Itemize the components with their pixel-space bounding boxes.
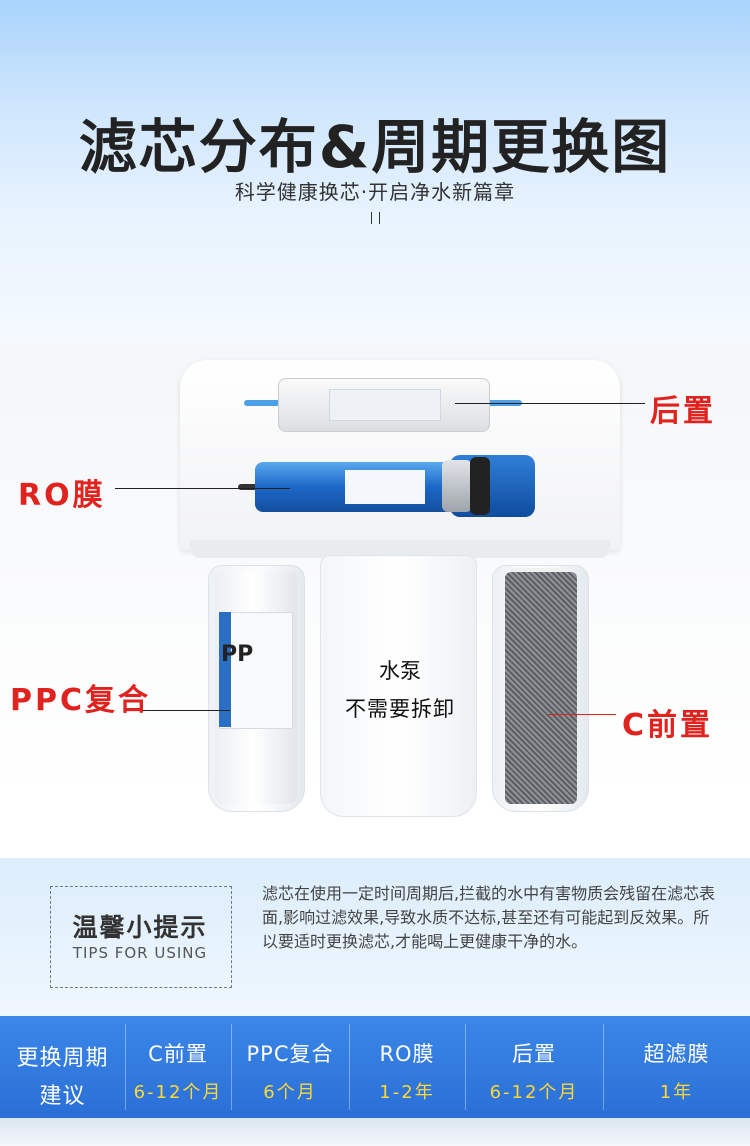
post-filter-label (329, 389, 441, 421)
post-callout-label: 后置 (650, 394, 716, 429)
schedule-filter-name: 后置 (512, 1042, 556, 1066)
schedule-head-line2: 建议 (39, 1084, 86, 1109)
decor-tick (379, 212, 380, 224)
schedule-filter-name: C前置 (148, 1042, 208, 1066)
ro-fitting (238, 484, 260, 490)
pump-housing (320, 555, 477, 817)
schedule-filter-period: 6个月 (263, 1082, 317, 1103)
ro-membrane-cap (442, 455, 535, 517)
ro-callout-line (115, 488, 290, 489)
ro-callout-label: RO膜 (18, 478, 106, 513)
ro-membrane-cartridge (255, 462, 455, 512)
schedule-head-line1: 更换周期 (16, 1046, 109, 1071)
tips-section (0, 858, 750, 1016)
post-filter-cartridge (278, 378, 490, 432)
purifier-rim (190, 540, 610, 558)
schedule-cell-c-pre: C前置 6-12个月 (125, 1016, 231, 1118)
ppc-label-text: PP (221, 642, 254, 667)
schedule-row-head: 更换周期 建议 (0, 1016, 125, 1118)
schedule-table (0, 1016, 750, 1118)
page-subtitle: 科学健康换芯·开启净水新篇章 (234, 180, 516, 204)
tips-subtitle: TIPS FOR USING (72, 944, 208, 962)
table-divider (231, 1024, 232, 1110)
table-divider (603, 1024, 604, 1110)
post-callout-line (455, 403, 645, 404)
decor-tick (371, 212, 372, 224)
schedule-cell-ppc: PPC复合 6个月 (231, 1016, 349, 1118)
schedule-filter-name: RO膜 (379, 1042, 435, 1066)
tips-title: 温馨小提示 (72, 913, 208, 942)
ro-cap-ring (470, 457, 490, 515)
ppc-callout-line (140, 710, 230, 711)
schedule-filter-period: 6-12个月 (133, 1082, 223, 1103)
tips-text: 滤芯在使用一定时间周期后,拦截的水中有害物质会残留在滤芯表面,影响过滤效果,导致… (262, 884, 716, 951)
page-title: 滤芯分布&周期更换图 (78, 113, 672, 181)
schedule-filter-period: 6-12个月 (489, 1082, 579, 1103)
ppc-label (219, 612, 293, 729)
pump-label: 水泵 (379, 659, 421, 683)
schedule-filter-period: 1年 (659, 1082, 694, 1103)
c-pre-callout-line (548, 714, 616, 715)
schedule-cell-ro: RO膜 1-2年 (349, 1016, 465, 1118)
schedule-filter-name: PPC复合 (246, 1042, 334, 1066)
schedule-filter-name: 超滤膜 (643, 1042, 710, 1066)
bottom-band (0, 1118, 750, 1146)
table-divider (349, 1024, 350, 1110)
table-divider (125, 1024, 126, 1110)
ppc-label-stripe (219, 612, 231, 727)
schedule-cell-uf: 超滤膜 1年 (603, 1016, 750, 1118)
c-pre-callout-label: C前置 (622, 708, 714, 743)
post-filter-fitting-left (244, 400, 280, 406)
schedule-cell-post: 后置 6-12个月 (465, 1016, 603, 1118)
ppc-cartridge: PP (215, 572, 297, 804)
ro-cap-collar (442, 460, 472, 512)
schedule-filter-period: 1-2年 (379, 1082, 435, 1103)
ppc-callout-label: PPC复合 (10, 683, 151, 718)
ro-membrane-label (345, 470, 425, 504)
pump-note: 不需要拆卸 (345, 697, 455, 721)
header-background (0, 0, 750, 360)
c-pre-cartridge (505, 572, 577, 804)
table-divider (465, 1024, 466, 1110)
tips-frame (50, 886, 232, 988)
